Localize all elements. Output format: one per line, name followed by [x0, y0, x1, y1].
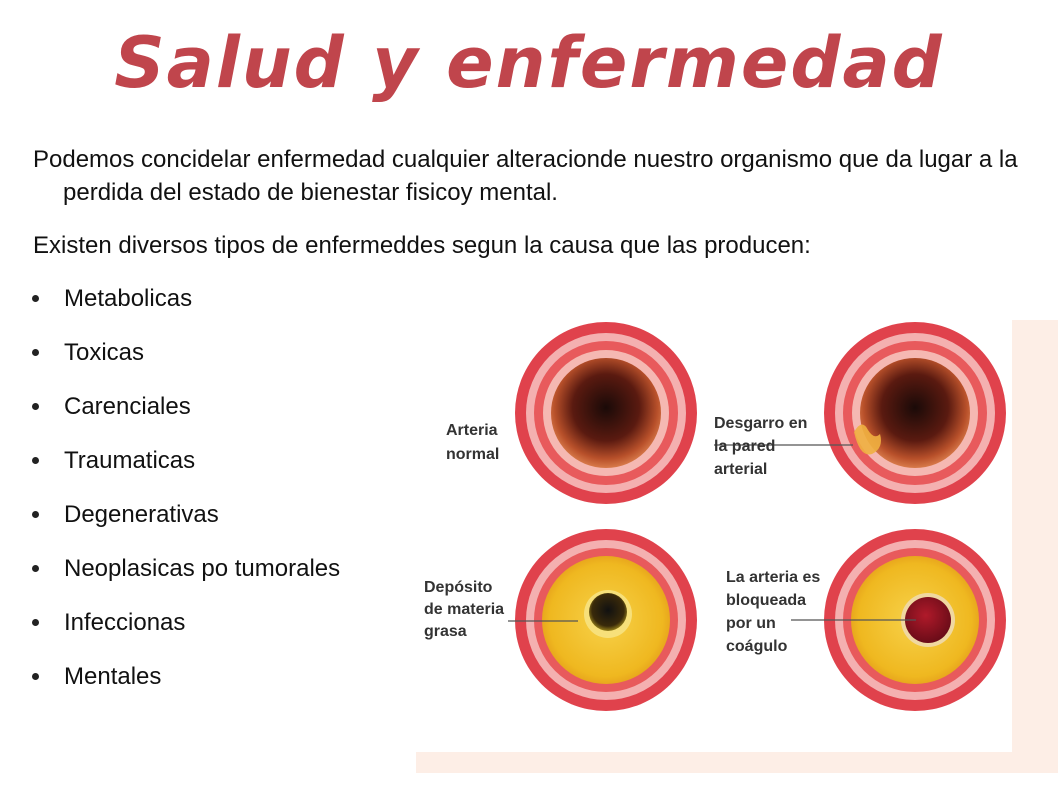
list-item-label: Degenerativas [64, 501, 219, 528]
slide-title: Salud y enfermedad [114, 22, 944, 104]
label-normal-1: Arteria [446, 422, 498, 439]
bullet-icon [32, 349, 39, 356]
list-item-label: Metabolicas [64, 285, 193, 312]
intro-paragraph: Podemos concidelar enfermedad cualquier … [33, 146, 1018, 206]
list-item-label: Infeccionas [64, 609, 186, 636]
list-item-label: Toxicas [64, 339, 145, 366]
label-fat-2: de materia [424, 601, 504, 618]
bullet-icon [32, 403, 39, 410]
bullet-icon [32, 619, 39, 626]
list-item: Degenerativas [30, 498, 340, 552]
list-item-label: Traumaticas [64, 447, 196, 474]
list-item: Carenciales [30, 390, 340, 444]
normal-artery [515, 322, 697, 504]
figure-side-panel [1012, 320, 1058, 773]
list-item-label: Carenciales [64, 393, 191, 420]
types-intro-paragraph: Existen diversos tipos de enfermeddes se… [33, 232, 811, 259]
disease-types-list: Metabolicas Toxicas Carenciales Traumati… [30, 282, 340, 714]
list-item-label: Neoplasicas po tumorales [64, 555, 341, 582]
fatty-artery [515, 529, 697, 711]
label-clot-3: por un [726, 615, 776, 632]
list-item: Infeccionas [30, 606, 340, 660]
label-normal-2: normal [446, 446, 499, 463]
bullet-icon [32, 565, 39, 572]
bullet-icon [32, 457, 39, 464]
list-item: Neoplasicas po tumorales [30, 552, 340, 606]
bullet-icon [32, 295, 39, 302]
torn-artery [824, 322, 1006, 504]
label-tear-3: arterial [714, 461, 767, 478]
artery-illustration: Arteria normal Desgarro en la pared arte… [416, 320, 1058, 773]
bullet-icon [32, 673, 39, 680]
list-item: Mentales [30, 660, 340, 714]
label-clot-1: La arteria es [726, 569, 820, 586]
bullet-icon [32, 511, 39, 518]
label-fat-1: Depósito [424, 579, 493, 596]
list-item: Traumaticas [30, 444, 340, 498]
label-tear-1: Desgarro en [714, 415, 807, 432]
label-clot-4: coágulo [726, 638, 788, 655]
label-tear-2: la pared [714, 438, 775, 455]
label-fat-3: grasa [424, 623, 467, 640]
figure-bottom-panel [416, 752, 1058, 773]
label-clot-2: bloqueada [726, 592, 806, 609]
list-item: Metabolicas [30, 282, 340, 336]
list-item: Toxicas [30, 336, 340, 390]
list-item-label: Mentales [64, 663, 162, 690]
